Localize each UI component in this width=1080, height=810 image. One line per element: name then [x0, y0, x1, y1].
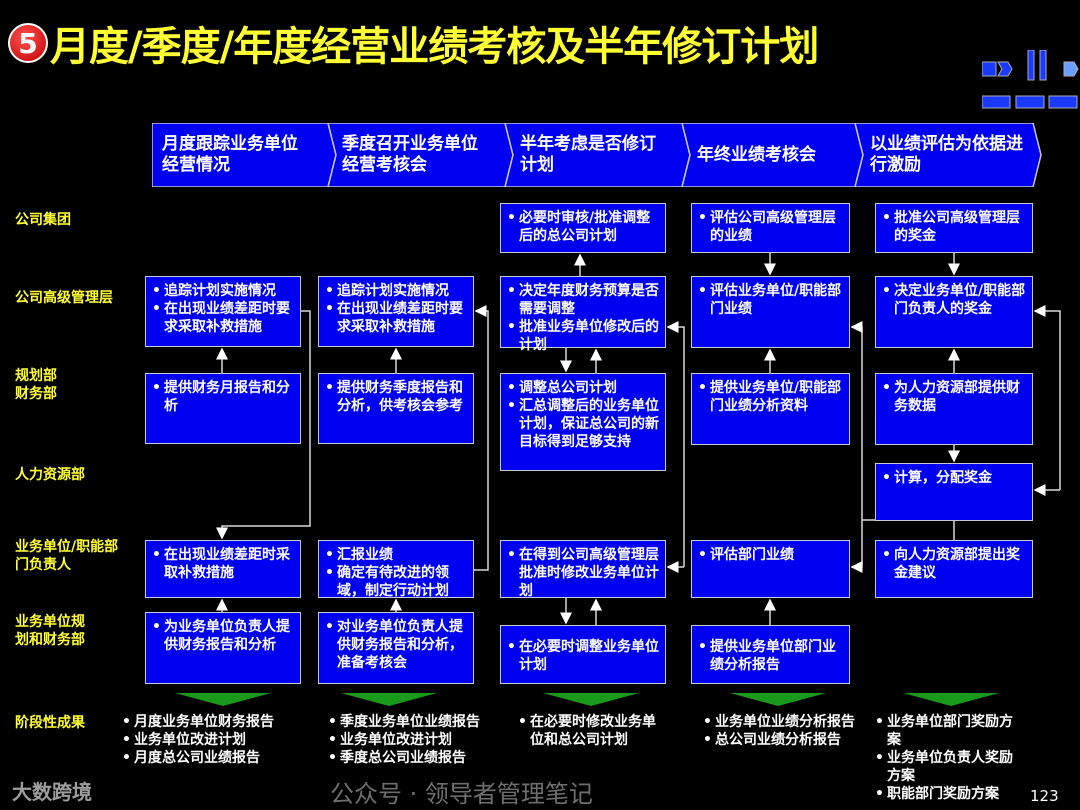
- watermark: 公众号 · 领导者管理笔记: [330, 780, 593, 808]
- box-c3-bufin: 在必要时调整业务单位计划: [500, 625, 666, 684]
- outcome-item: 业务单位负责人奖励方案: [875, 749, 1020, 785]
- box-bullet: 计算，分配奖金: [882, 469, 1026, 487]
- box-c1-mgmt: 追踪计划实施情况在出现业绩差距时要求采取补救措施: [145, 276, 301, 347]
- outcome-item: 职能部门奖励方案: [875, 785, 1020, 803]
- box-bullet: 为业务单位负责人提供财务报告和分析: [152, 618, 294, 654]
- logo: 大数跨境: [12, 780, 92, 804]
- box-bullet: 确定有待改进的领域，制定行动计划: [325, 564, 467, 600]
- box-c3-mgmt: 决定年度财务预算是否需要调整批准业务单位修改后的计划: [500, 276, 666, 353]
- outcome-item: 季度总公司业绩报告: [328, 749, 500, 767]
- box-c1-bu: 在出现业绩差距时采取补救措施: [145, 540, 301, 598]
- box-bullet: 调整总公司计划: [507, 379, 659, 397]
- phase-incentive: 以业绩评估为依据进行激励: [870, 134, 1023, 175]
- outcome-list-3: 在必要时修改业务单位和总公司计划: [518, 713, 668, 749]
- box-bullet: 决定业务单位/职能部门负责人的奖金: [882, 282, 1026, 318]
- box-c2-plan: 提供财务季度报告和分析，供考核会参考: [318, 373, 474, 444]
- box-bullet: 在出现业绩差距时要求采取补救措施: [152, 300, 294, 336]
- row-label-bu-heads: 业务单位/职能部 门负责人: [15, 539, 119, 573]
- box-bullet: 必要时审核/批准调整后的总公司计划: [507, 209, 659, 245]
- box-c2-bufin: 对业务单位负责人提供财务报告和分析，准备考核会: [318, 612, 474, 684]
- outcome-arrow-4: [730, 693, 826, 706]
- box-bullet: 追踪计划实施情况: [325, 282, 467, 300]
- phase-monthly: 月度跟踪业务单位经营情况: [162, 134, 298, 175]
- box-c1-bufin: 为业务单位负责人提供财务报告和分析: [145, 612, 301, 684]
- box-bullet: 决定年度财务预算是否需要调整: [507, 282, 659, 318]
- box-c3-plan: 调整总公司计划汇总调整后的业务单位计划，保证总公司的新目标得到足够支持: [500, 373, 666, 471]
- outcome-item: 在必要时修改业务单位和总公司计划: [518, 713, 668, 749]
- outcome-list-2: 季度业务单位业绩报告业务单位改进计划季度总公司业绩报告: [328, 713, 500, 767]
- box-bullet: 批准业务单位修改后的计划: [507, 318, 659, 354]
- box-bullet: 汇总调整后的业务单位计划，保证总公司的新目标得到足够支持: [507, 397, 659, 451]
- box-c3-group: 必要时审核/批准调整后的总公司计划: [500, 203, 666, 253]
- box-bullet: 提供业务单位/职能部门业绩分析资料: [698, 379, 843, 415]
- outcome-item: 业务单位业绩分析报告: [703, 713, 868, 731]
- row-label-group: 公司集团: [15, 212, 71, 228]
- box-bullet: 提供业务单位部门业绩分析报告: [698, 638, 843, 674]
- box-bullet: 在出现业绩差距时采取补救措施: [152, 546, 294, 582]
- outcome-arrow-5: [903, 693, 999, 706]
- box-c4-plan: 提供业务单位/职能部门业绩分析资料: [691, 373, 850, 445]
- phase-quarterly: 季度召开业务单位经营考核会: [342, 134, 478, 175]
- box-bullet: 追踪计划实施情况: [152, 282, 294, 300]
- row-label-outcomes: 阶段性成果: [15, 715, 85, 731]
- title-text: 月度/季度/年度经营业绩考核及半年修订计划: [50, 24, 819, 70]
- box-bullet: 评估业务单位/职能部门业绩: [698, 282, 843, 318]
- section-number-badge: 5: [8, 23, 48, 63]
- slide-title: 5 月度/季度/年度经营业绩考核及半年修订计划: [8, 14, 819, 72]
- row-label-hr: 人力资源部: [15, 467, 85, 483]
- phase-year-end: 年终业绩考核会: [697, 144, 816, 165]
- row-label-bu-finance: 业务单位规 划和财务部: [15, 614, 85, 648]
- outcome-list-4: 业务单位业绩分析报告总公司业绩分析报告: [703, 713, 868, 749]
- box-c4-bufin: 提供业务单位部门业绩分析报告: [691, 625, 850, 684]
- phase-chevrons: [152, 123, 1042, 187]
- page-number: 123: [1030, 787, 1059, 805]
- box-c5-plan: 为人力资源部提供财务数据: [875, 373, 1033, 445]
- box-c2-bu: 汇报业绩确定有待改进的领域，制定行动计划: [318, 540, 474, 600]
- box-bullet: 汇报业绩: [325, 546, 467, 564]
- box-c4-mgmt: 评估业务单位/职能部门业绩: [691, 276, 850, 348]
- box-bullet: 对业务单位负责人提供财务报告和分析，准备考核会: [325, 618, 467, 672]
- outcome-arrow-1: [175, 693, 271, 706]
- box-bullet: 向人力资源部提出奖金建议: [882, 546, 1026, 582]
- box-bullet: 在必要时调整业务单位计划: [507, 638, 659, 674]
- box-bullet: 批准公司高级管理层的奖金: [882, 209, 1026, 245]
- row-label-planning-finance: 规划部 财务部: [15, 368, 57, 402]
- box-bullet: 在得到公司高级管理层批准时修改业务单位计划: [507, 546, 659, 600]
- box-c5-bu: 向人力资源部提出奖金建议: [875, 540, 1033, 598]
- outcome-item: 总公司业绩分析报告: [703, 731, 868, 749]
- box-bullet: 为人力资源部提供财务数据: [882, 379, 1026, 415]
- box-c4-group: 评估公司高级管理层的业绩: [691, 203, 850, 253]
- phase-chevron-band: 月度跟踪业务单位经营情况 季度召开业务单位经营考核会 半年考虑是否修订计划 年终…: [152, 123, 1042, 187]
- outcome-item: 季度业务单位业绩报告: [328, 713, 500, 731]
- outcome-list-1: 月度业务单位财务报告业务单位改进计划月度总公司业绩报告: [122, 713, 292, 767]
- outcome-arrow-2: [341, 693, 437, 706]
- box-bullet: 评估部门业绩: [698, 546, 843, 564]
- outcome-arrow-3: [543, 693, 639, 706]
- box-c5-group: 批准公司高级管理层的奖金: [875, 203, 1033, 253]
- box-c5-mgmt: 决定业务单位/职能部门负责人的奖金: [875, 276, 1033, 348]
- outcome-item: 月度业务单位财务报告: [122, 713, 292, 731]
- box-bullet: 评估公司高级管理层的业绩: [698, 209, 843, 245]
- box-c3-bu: 在得到公司高级管理层批准时修改业务单位计划: [500, 540, 666, 600]
- row-label-senior-mgmt: 公司高级管理层: [15, 290, 113, 306]
- box-c5-hr: 计算，分配奖金: [875, 463, 1033, 521]
- outcome-list-5: 业务单位部门奖励方案业务单位负责人奖励方案职能部门奖励方案: [875, 713, 1020, 803]
- outcome-item: 业务单位改进计划: [328, 731, 500, 749]
- outcome-item: 业务单位改进计划: [122, 731, 292, 749]
- box-c2-mgmt: 追踪计划实施情况在出现业绩差距时要求采取补救措施: [318, 276, 474, 347]
- box-c4-bu: 评估部门业绩: [691, 540, 850, 598]
- box-bullet: 提供财务月报告和分析: [152, 379, 294, 415]
- phase-half-year: 半年考虑是否修订计划: [520, 134, 656, 175]
- outcome-item: 业务单位部门奖励方案: [875, 713, 1020, 749]
- outcome-item: 月度总公司业绩报告: [122, 749, 292, 767]
- deco-chevron-icon: [982, 50, 1079, 109]
- box-bullet: 在出现业绩差距时要求采取补救措施: [325, 300, 467, 336]
- box-c1-plan: 提供财务月报告和分析: [145, 373, 301, 444]
- box-bullet: 提供财务季度报告和分析，供考核会参考: [325, 379, 467, 415]
